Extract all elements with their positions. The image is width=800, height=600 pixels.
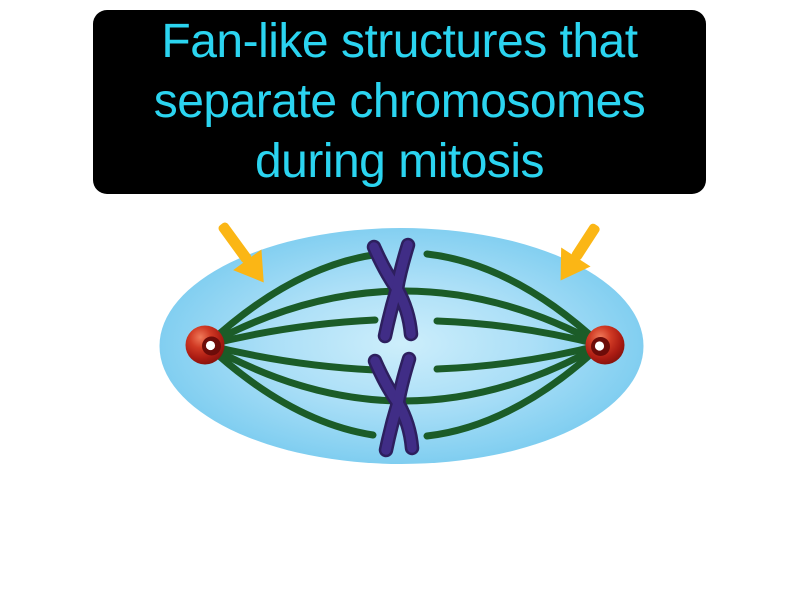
arrow-down-right-icon — [218, 222, 264, 283]
spindle-fiber — [203, 341, 377, 439]
centriole-dot — [205, 340, 216, 351]
centrosome-left — [185, 325, 225, 365]
title-line-3: during mitosis — [254, 135, 545, 188]
spindle-fiber — [203, 341, 379, 374]
spindle-fiber — [203, 251, 377, 349]
arrow-down-left-icon — [560, 223, 600, 281]
spindle-fiber — [423, 250, 605, 349]
title-line-1: Fan-like structures that — [161, 15, 638, 68]
title-line-2: separate chromosomes — [153, 75, 646, 128]
centriole-dot — [594, 341, 605, 351]
chromatid — [381, 354, 414, 455]
definition-title-box: Fan-like structures that separate chromo… — [93, 10, 706, 194]
spindle-fiber — [423, 341, 605, 440]
spindle-fiber — [433, 341, 605, 373]
chromosome-top — [366, 237, 419, 344]
centrosome-right — [585, 325, 625, 365]
spindle-fibers — [203, 250, 605, 440]
spindle-fiber — [433, 317, 605, 349]
chromatid — [380, 240, 413, 341]
pointer-arrows — [218, 222, 600, 283]
chromosome-bottom — [367, 351, 420, 458]
spindle-fiber — [203, 316, 379, 349]
